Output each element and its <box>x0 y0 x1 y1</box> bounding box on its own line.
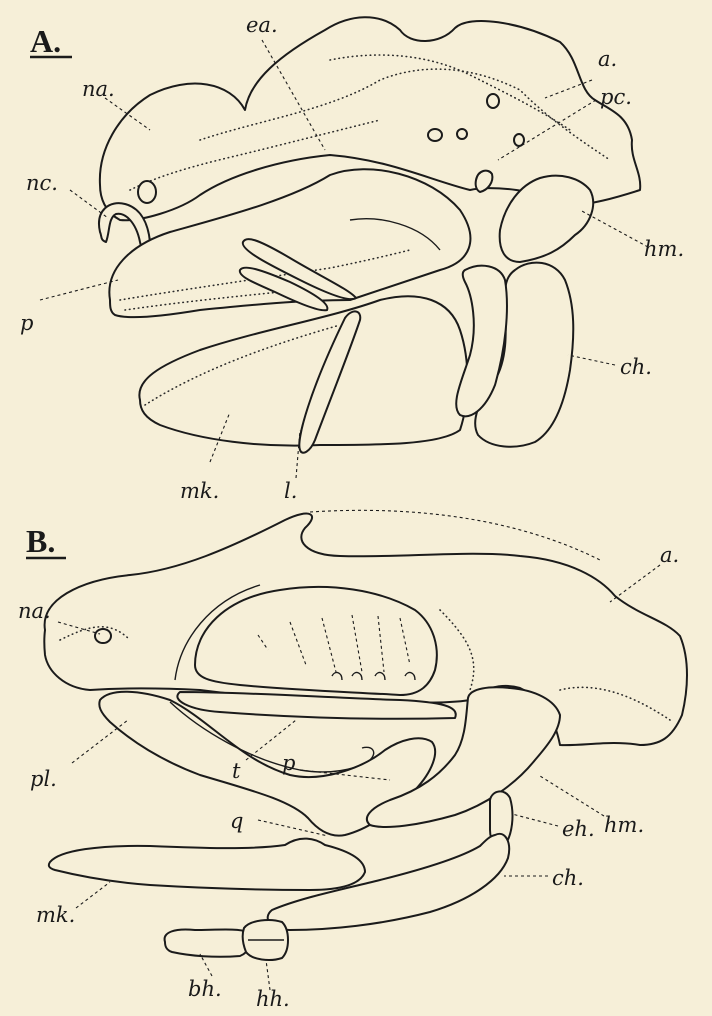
panel-a-leader-ch <box>568 355 615 365</box>
label-a-ch: ch. <box>620 355 652 379</box>
panel-b-letter: B. <box>26 523 55 559</box>
panel-b-dorsal-outline <box>310 510 600 560</box>
label-a-p: p <box>20 311 33 335</box>
label-b-t: t <box>232 759 241 783</box>
panel-b: B. <box>18 510 687 1011</box>
label-b-pl: pl. <box>30 767 57 791</box>
panel-b-nasal-opening <box>95 629 111 643</box>
panel-b-meckels-cartilage <box>49 839 365 890</box>
label-b-a: a. <box>660 543 679 567</box>
panel-a-nasal-opening <box>138 181 156 203</box>
label-b-hh: hh. <box>256 987 290 1011</box>
label-b-hm: hm. <box>604 813 644 837</box>
label-a-hm: hm. <box>644 237 684 261</box>
label-b-eh: eh. <box>562 817 595 841</box>
label-a-na: na. <box>82 77 115 101</box>
panel-b-leader-mk <box>76 882 110 908</box>
label-a-pc: pc. <box>600 85 632 109</box>
label-b-p: p <box>282 751 295 775</box>
panel-a-foramen-2 <box>428 129 442 141</box>
panel-b-leader-eh <box>512 814 558 826</box>
panel-a-foramen-1 <box>487 94 499 108</box>
label-b-q: q <box>230 809 243 833</box>
label-b-bh: bh. <box>188 977 222 1001</box>
panel-a-foramen-3 <box>457 129 467 139</box>
panel-b-leader-hh <box>266 960 270 990</box>
label-a-mk: mk. <box>180 479 219 503</box>
panel-b-leader-a <box>610 565 660 602</box>
panel-a: A. <box>20 13 684 503</box>
label-b-mk: mk. <box>36 903 75 927</box>
panel-a-leader-p <box>40 280 118 300</box>
panel-b-leader-pl <box>72 720 128 763</box>
label-a-a: a. <box>598 47 617 71</box>
label-b-ch: ch. <box>552 866 584 890</box>
label-b-na: na. <box>18 599 51 623</box>
label-a-ea: ea. <box>246 13 278 37</box>
panel-b-basihyal <box>165 930 250 957</box>
panel-b-leader-hm <box>540 776 604 816</box>
panel-a-foramen-4 <box>514 134 524 146</box>
label-a-nc: nc. <box>26 171 58 195</box>
panel-a-letter: A. <box>30 23 61 59</box>
label-a-l: l. <box>284 479 297 503</box>
